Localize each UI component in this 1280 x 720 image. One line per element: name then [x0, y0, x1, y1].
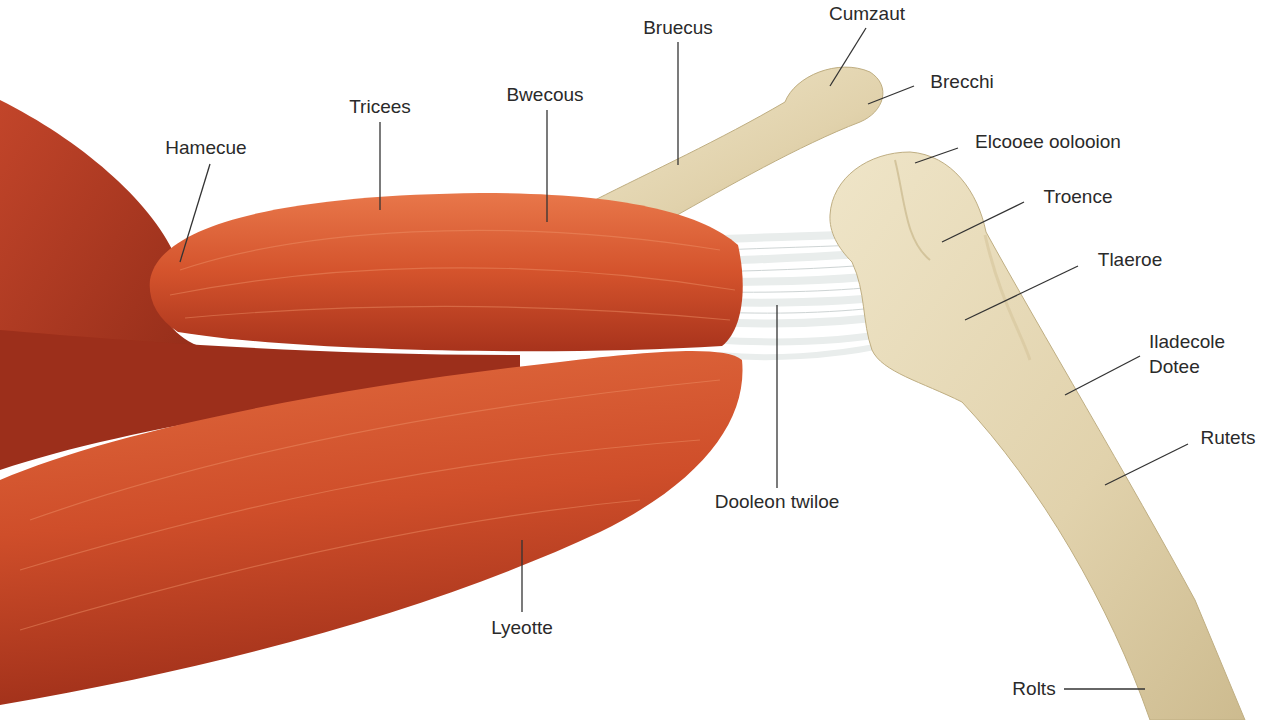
part-label: Tlaeroe: [1095, 248, 1165, 273]
part-label: Bruecus: [640, 16, 716, 41]
part-label: Brecchi: [927, 70, 996, 95]
muscle: [150, 193, 743, 351]
bone: [830, 152, 1245, 720]
part-label: Bwecous: [503, 83, 586, 108]
leader-lines: [180, 28, 1188, 689]
part-label: Troence: [1041, 185, 1116, 210]
muscle: [0, 351, 743, 705]
part-label: Lyeotte: [488, 616, 556, 641]
part-label: Rutets: [1198, 426, 1259, 451]
part-label: Iladecole Dotee: [1146, 330, 1264, 379]
part-label: Hamecue: [162, 136, 249, 161]
part-label: Elcooee oolooion: [972, 130, 1124, 155]
part-label: Tricees: [346, 95, 414, 120]
part-label: Rolts: [1009, 677, 1058, 702]
part-label: Dooleon twiloe: [712, 490, 843, 515]
part-label: Cumzaut: [826, 2, 908, 27]
